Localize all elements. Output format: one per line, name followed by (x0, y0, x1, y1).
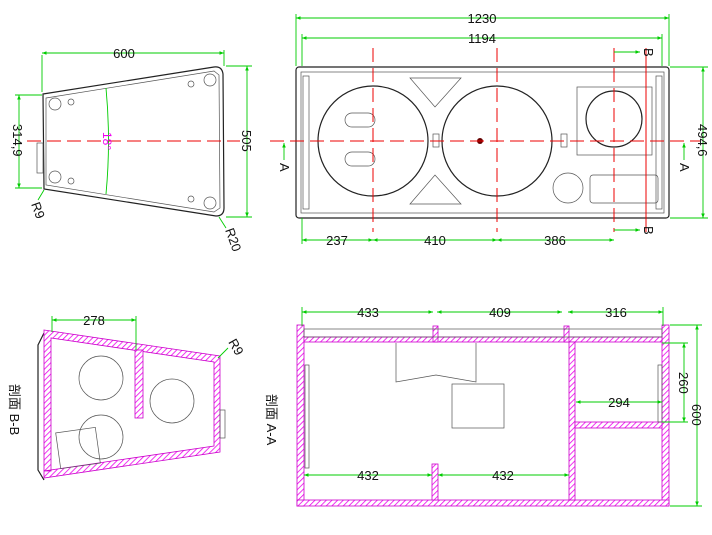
depth-dim: 278 (83, 313, 105, 328)
top-dim-3: 316 (605, 305, 627, 320)
radius-r9-bb: R9 (225, 336, 246, 358)
inner-width-dim: 1194 (468, 31, 496, 46)
offset-dim-2: 410 (424, 233, 446, 248)
height-dim: 494,6 (695, 124, 710, 157)
section-b-marker-top: B (641, 48, 656, 57)
section-bb-title: 剖面 B-B (7, 384, 22, 435)
bottom-dim-1: 432 (357, 468, 379, 483)
section-aa: 433 409 316 432 432 294 260 600 剖面 A-A (264, 305, 704, 507)
section-aa-title: 剖面 A-A (264, 394, 279, 446)
top-dim-2: 409 (489, 305, 511, 320)
bottom-dim-2: 432 (492, 468, 514, 483)
radius-r9: R9 (28, 200, 48, 221)
angle-label: 18° (100, 132, 114, 150)
front-view: B B A A 1230 1194 494,6 237 410 386 (270, 11, 710, 248)
front-height-dim: 314,9 (10, 124, 25, 157)
shelf-height-dim: 260 (676, 372, 691, 394)
rear-height-dim: 505 (239, 130, 254, 152)
section-a-marker-right: A (677, 163, 692, 172)
radius-r20: R20 (222, 226, 244, 254)
side-view: 18° 600 314,9 505 R9 R20 (10, 46, 254, 253)
overall-width-dim: 1230 (468, 11, 497, 26)
offset-dim-3: 386 (544, 233, 566, 248)
top-dim-1: 433 (357, 305, 379, 320)
width-dim: 600 (113, 46, 135, 61)
shelf-width-dim: 294 (608, 395, 630, 410)
section-a-marker-left: A (277, 163, 292, 172)
section-height-dim: 600 (689, 404, 704, 426)
section-bb: 278 R9 剖面 B-B (7, 313, 247, 481)
section-b-marker-bottom: B (641, 226, 656, 235)
offset-dim-1: 237 (326, 233, 348, 248)
